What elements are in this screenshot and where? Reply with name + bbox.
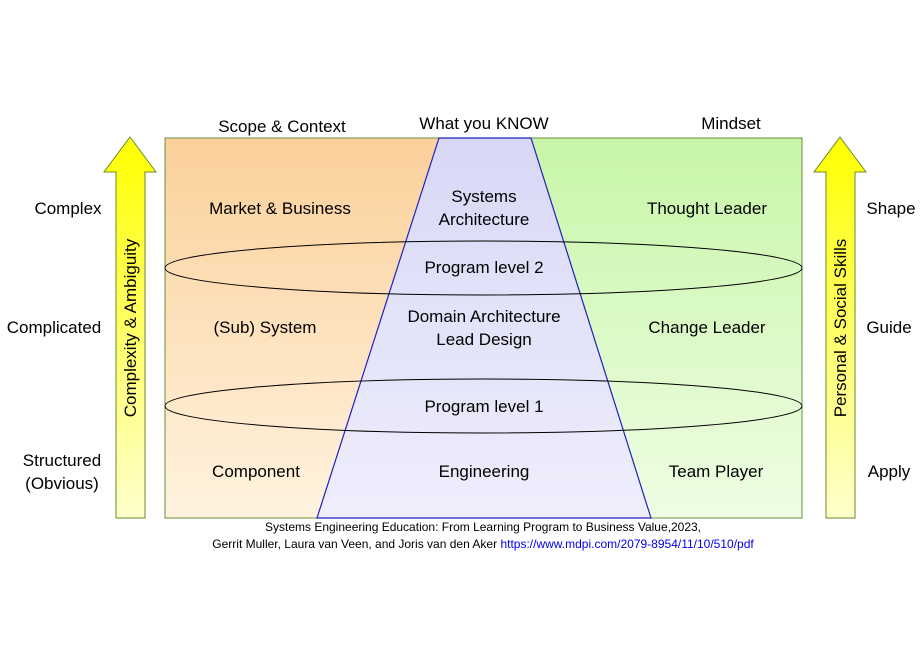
know-domain-architecture: Domain Architecture [407, 307, 560, 326]
level-obvious: (Obvious) [25, 474, 99, 493]
complexity-label: Complexity & Ambiguity [121, 238, 140, 417]
know-systems: Systems [451, 187, 516, 206]
know-lead-design: Lead Design [436, 330, 531, 349]
mindset-thought-leader: Thought Leader [647, 199, 767, 218]
know-program-level-2: Program level 2 [424, 258, 543, 277]
complexity-arrow-icon [103, 136, 157, 519]
knowledge-trapezoid [316, 137, 652, 519]
mindset-change-leader: Change Leader [648, 318, 766, 337]
level-structured: Structured [23, 451, 101, 470]
know-engineering: Engineering [439, 462, 530, 481]
citation-link[interactable]: https://www.mdpi.com/2079-8954/11/10/510… [500, 537, 754, 551]
scope-sub-system: (Sub) System [214, 318, 317, 337]
header-scope: Scope & Context [218, 117, 346, 136]
level-shape: Shape [866, 199, 915, 218]
know-program-level-1: Program level 1 [424, 397, 543, 416]
skills-label: Personal & Social Skills [831, 239, 850, 418]
know-architecture: Architecture [439, 210, 530, 229]
citation-line-1: Systems Engineering Education: From Lear… [265, 520, 701, 534]
mindset-team-player: Team Player [669, 462, 764, 481]
citation-authors: Gerrit Muller, Laura van Veen, and Joris… [212, 537, 500, 551]
header-mindset: Mindset [701, 114, 761, 133]
level-complicated: Complicated [7, 318, 102, 337]
level-guide: Guide [866, 318, 911, 337]
level-complex: Complex [34, 199, 102, 218]
program-level-1-ellipse [164, 378, 803, 434]
program-level-2-ellipse [164, 240, 803, 296]
scope-component: Component [212, 462, 300, 481]
citation-line-2: Gerrit Muller, Laura van Veen, and Joris… [212, 537, 754, 551]
header-know: What you KNOW [419, 114, 548, 133]
level-apply: Apply [868, 462, 911, 481]
skills-arrow-icon [813, 136, 867, 519]
scope-market-business: Market & Business [209, 199, 351, 218]
